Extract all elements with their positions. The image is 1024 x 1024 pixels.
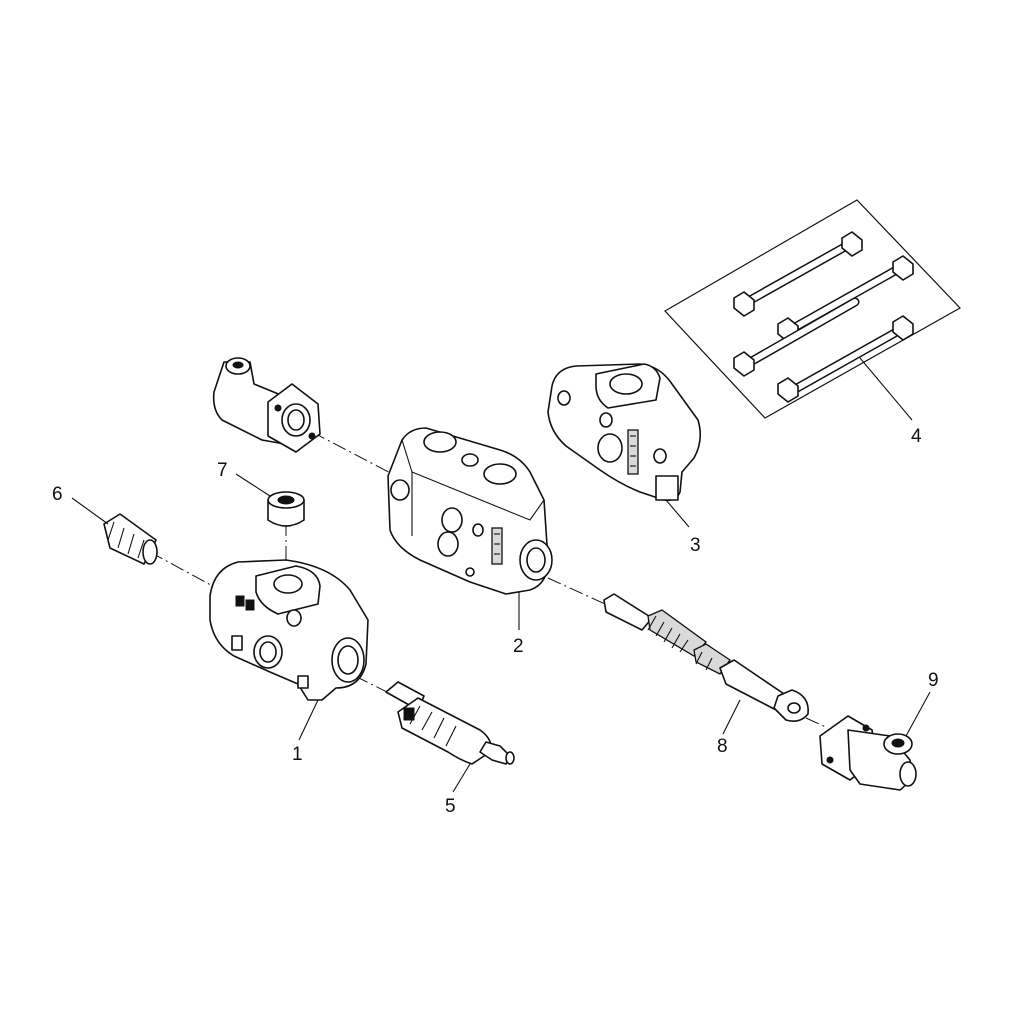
callout-6: 6: [52, 484, 63, 505]
tie-rod-kit-frame: [664, 199, 961, 419]
leader-lines: [71, 357, 931, 793]
part-6-cartridge: [103, 513, 158, 565]
callout-labels: 1 2 3 4 5 6 7 8 9: [52, 426, 939, 817]
callout-2: 2: [513, 636, 524, 657]
callout-1: 1: [292, 744, 303, 765]
callout-7: 7: [217, 460, 228, 481]
callout-8: 8: [717, 736, 728, 757]
part-7-plug: [267, 491, 305, 527]
part-5-relief-cartridge: [385, 681, 515, 765]
tie-rod: [777, 255, 914, 343]
part-1-inlet-section: [209, 559, 369, 701]
part-4-tie-rod-kit: [664, 199, 961, 419]
tie-rod: [733, 297, 860, 377]
inlet-adapter: [212, 357, 321, 453]
tie-rod: [733, 231, 863, 317]
tie-rod: [777, 315, 914, 403]
part-9-spool-cap: [819, 715, 917, 791]
callout-9: 9: [928, 670, 939, 691]
part-2-valve-section: [387, 427, 553, 595]
callout-4: 4: [911, 426, 922, 447]
part-3-end-cover: [547, 363, 702, 502]
callout-3: 3: [690, 535, 701, 556]
callout-5: 5: [445, 796, 456, 817]
part-8-spool: [603, 593, 809, 722]
